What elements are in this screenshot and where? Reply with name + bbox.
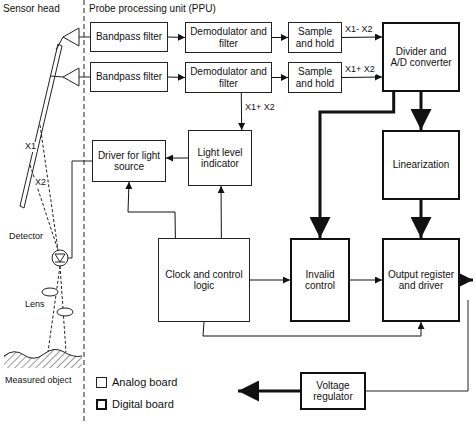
power-output-arrow (238, 390, 300, 393)
signal-wire (50, 76, 63, 77)
digital-box: Divider and A/D converter (382, 22, 460, 92)
box-label: Invalid control (295, 269, 345, 292)
part-label: Sensor head (2, 3, 61, 14)
analog-box: Driver for light source (92, 140, 166, 182)
signal-name: X1+ X2 (244, 103, 276, 113)
connector-arrow (272, 37, 288, 38)
connector-arrow (166, 158, 188, 159)
analog-box: Bandpass filter (90, 22, 168, 52)
part-label: X1 (24, 142, 37, 152)
analog-box: Demodulator and filter (185, 62, 272, 93)
driver-wire (72, 161, 73, 258)
connector-arrow (221, 186, 222, 238)
analog-box: Bandpass filter (90, 62, 168, 92)
driver-wire (68, 258, 72, 259)
connector-arrow (203, 322, 421, 336)
lens-symbol (42, 288, 58, 296)
connector-arrow (250, 280, 290, 281)
receiver-lens (63, 28, 79, 46)
legend-swatch (96, 399, 107, 410)
legend-text: Analog board (112, 376, 177, 388)
legend-entry: Digital board (96, 398, 174, 410)
analog-box: Light level indicator (188, 130, 252, 186)
signal-name: X1- X2 (344, 25, 374, 35)
board-separator (84, 0, 85, 424)
legend-text: Digital board (112, 398, 174, 410)
connector-arrow (350, 280, 382, 281)
digital-box: Linearization (382, 130, 460, 200)
box-label: Sample and hold (292, 66, 338, 89)
connector-arrow (128, 182, 175, 238)
object-surface (4, 349, 82, 358)
light-beam (48, 266, 60, 352)
box-label: Clock and control logic (162, 269, 246, 292)
box-label: Demodulator and filter (189, 26, 268, 49)
signal-wire (56, 37, 63, 50)
digital-box: Output register and driver (382, 238, 460, 322)
connector-arrow (342, 36, 382, 38)
connector-arrow (168, 37, 185, 39)
output-arrow (460, 279, 473, 282)
signal-wire (79, 37, 90, 38)
legend-entry: Analog board (96, 376, 177, 388)
box-label: Divider and A/D converter (387, 46, 455, 69)
part-label: Probe processing unit (PPU) (88, 3, 217, 14)
light-source-symbol (52, 250, 68, 266)
box-label: Bandpass filter (96, 71, 162, 83)
digital-box: Voltage regulator (300, 372, 366, 410)
analog-box: Sample and hold (288, 62, 342, 93)
box-label: Sample and hold (292, 26, 338, 49)
lens-symbol (57, 308, 73, 316)
connector-arrow (272, 77, 288, 78)
diode-symbol (55, 254, 65, 262)
digital-box: Invalid control (290, 238, 350, 322)
connector-arrow (342, 77, 382, 78)
signal-wire (79, 77, 90, 78)
receiver-lens (63, 68, 79, 86)
box-label: Linearization (393, 159, 450, 171)
position-detector-strip (20, 44, 62, 208)
analog-box: Demodulator and filter (185, 22, 272, 53)
analog-box: Sample and hold (288, 22, 342, 53)
legend-swatch (96, 377, 107, 388)
part-label: X2 (34, 178, 47, 188)
connector-arrow (241, 93, 242, 130)
part-label: Detector (8, 232, 44, 242)
analog-box: Clock and control logic (158, 238, 250, 322)
box-label: Bandpass filter (96, 31, 162, 43)
box-label: Demodulator and filter (189, 66, 268, 89)
connector-arrow (420, 200, 423, 238)
box-label: Output register and driver (387, 269, 455, 292)
box-label: Voltage regulator (305, 380, 361, 403)
signal-name: X1+ X2 (344, 65, 376, 75)
connector-arrow (420, 92, 423, 130)
box-label: Driver for light source (96, 150, 162, 173)
part-label: Lens (24, 300, 46, 310)
object-hatching (4, 349, 82, 368)
driver-wire (72, 161, 92, 162)
box-label: Light level indicator (192, 147, 248, 170)
part-label: Measured object (4, 376, 73, 386)
connector-arrow (168, 77, 185, 79)
